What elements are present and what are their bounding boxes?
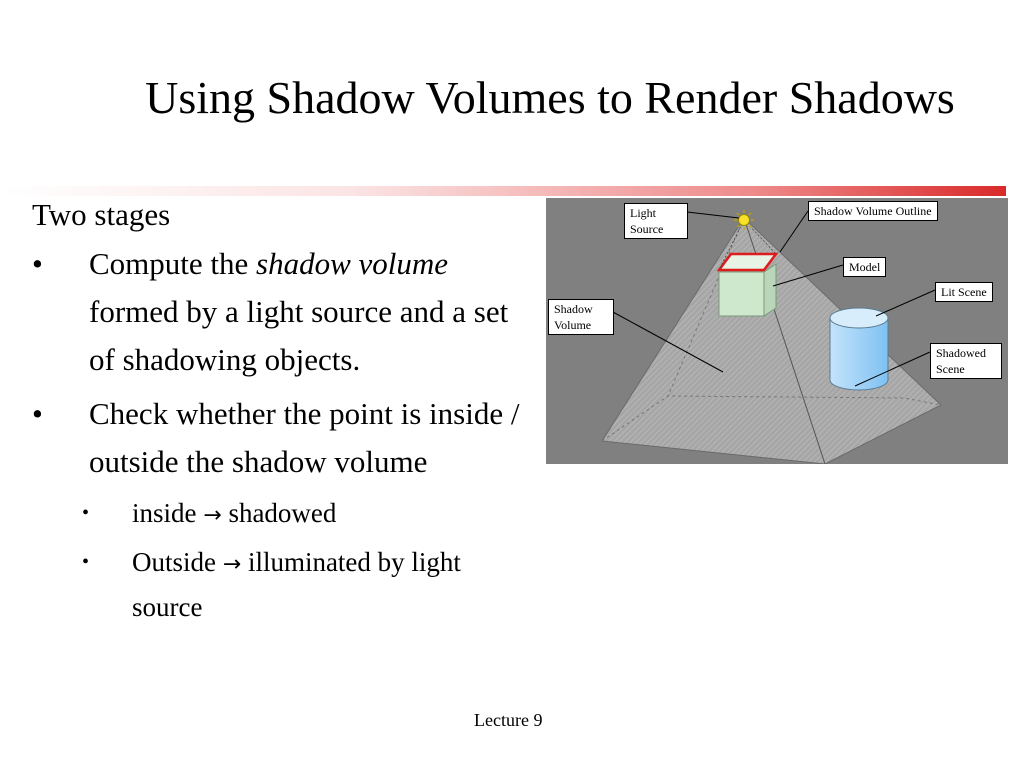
cylinder-body bbox=[829, 317, 889, 391]
pyramid-hidden-edge bbox=[667, 217, 745, 397]
sub-bullet-text-post: shadowed bbox=[221, 498, 337, 528]
sub-bullet-outside: • Outside → illuminated by light source bbox=[32, 541, 537, 628]
callout-model: Model bbox=[843, 257, 887, 277]
section-heading: Two stages bbox=[32, 197, 171, 232]
callout-light-source: Light Source bbox=[624, 203, 688, 239]
bullet-dot: • bbox=[32, 396, 43, 431]
shadow-volume-diagram bbox=[601, 210, 942, 464]
callout-shadowed-scene: Shadowed Scene bbox=[930, 343, 1002, 379]
bullet-check-point: • Check whether the point is inside / ou… bbox=[32, 390, 537, 486]
callout-shadow-volume-outline: Shadow Volume Outline bbox=[808, 201, 938, 221]
bullet-dot: • bbox=[32, 246, 43, 281]
shadow-volume-outline bbox=[716, 252, 779, 272]
callout-lit-scene: Lit Scene bbox=[935, 282, 993, 302]
light-ray bbox=[718, 219, 745, 271]
callout-leader-lines bbox=[612, 210, 936, 387]
bullet-dot: • bbox=[82, 551, 90, 573]
bullet-compute-shadow-volume: • Compute the shadow volume formed by a … bbox=[32, 240, 537, 384]
bullet-text: Check whether the point is inside / outs… bbox=[89, 396, 520, 479]
bullet-text-post: formed by a light source and a set of sh… bbox=[89, 294, 509, 377]
sub-bullet-inside: • inside → shadowed bbox=[32, 492, 537, 537]
bullet-dot: • bbox=[82, 502, 90, 524]
right-arrow-icon: → bbox=[203, 503, 222, 528]
cylinder-top bbox=[829, 307, 889, 329]
slide-body: Two stages • Compute the shadow volume f… bbox=[32, 196, 537, 632]
slide-footer: Lecture 9 bbox=[474, 710, 543, 730]
sub-bullet-text-pre: inside bbox=[132, 498, 204, 528]
model-box-front bbox=[718, 271, 765, 317]
shadow-volume-figure: Light Source Shadow Volume Outline Model… bbox=[546, 198, 1008, 464]
title-divider bbox=[0, 186, 1006, 196]
sub-bullet-text-pre: Outside bbox=[132, 547, 223, 577]
bullet-text-pre: Compute the bbox=[89, 246, 257, 281]
light-source-icon bbox=[734, 210, 754, 230]
slide-title: Using Shadow Volumes to Render Shadows bbox=[145, 72, 955, 123]
model-box-side bbox=[763, 263, 777, 317]
right-arrow-icon: → bbox=[222, 552, 242, 577]
bullet-text-emphasis: shadow volume bbox=[256, 246, 449, 281]
callout-shadow-volume: Shadow Volume bbox=[548, 299, 614, 335]
sub-bullet-text-post: illuminated by light source bbox=[132, 547, 461, 622]
